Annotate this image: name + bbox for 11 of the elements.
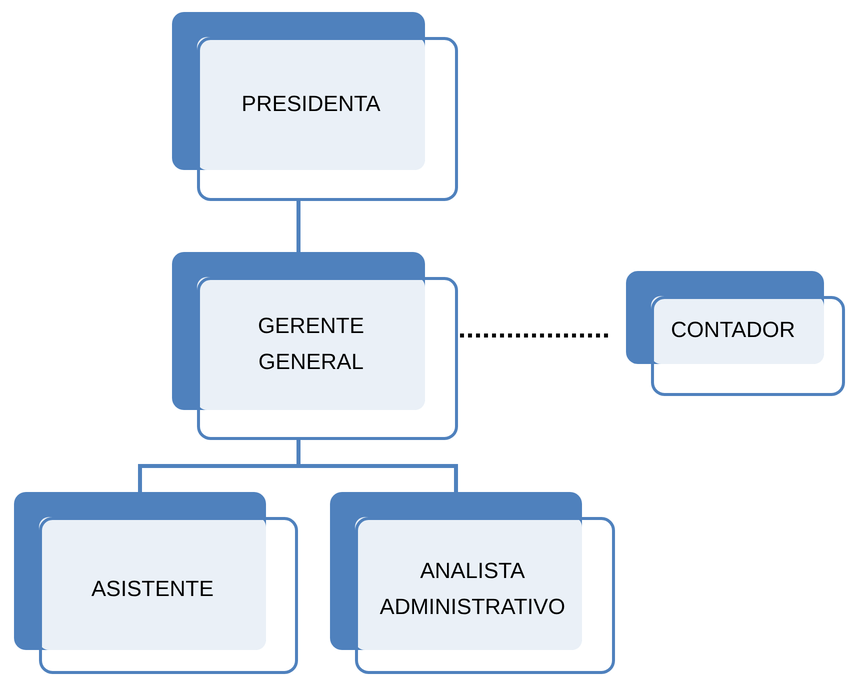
org-chart-box — [330, 492, 615, 674]
box-label: ANALISTA ADMINISTRATIVO — [378, 556, 566, 620]
box-label: ASISTENTE — [91, 574, 214, 602]
org-chart-box — [172, 252, 458, 440]
connector-line — [296, 201, 300, 252]
org-chart-box — [14, 492, 298, 674]
org-chart-box — [626, 271, 845, 396]
box-label: GERENTE GENERAL — [256, 312, 366, 376]
box-label: PRESIDENTA — [242, 90, 380, 118]
box-label: CONTADOR — [670, 316, 796, 344]
org-chart-box — [172, 12, 458, 201]
